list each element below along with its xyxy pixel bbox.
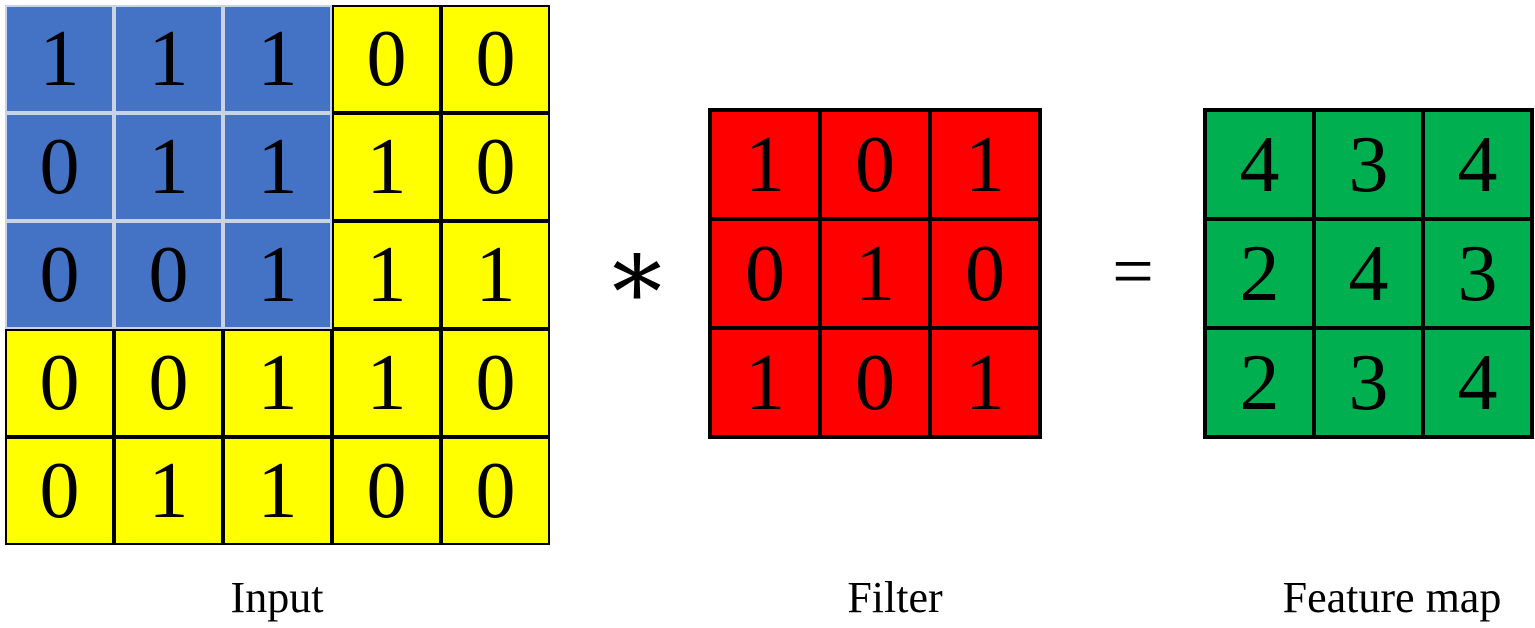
input-cell-r2c1: 0 bbox=[114, 221, 223, 329]
filter-cell-r0c0: 1 bbox=[710, 110, 820, 219]
input-cell-r0c1: 1 bbox=[114, 5, 223, 113]
feature-map-cell-r0c1: 3 bbox=[1314, 110, 1423, 219]
filter-cell-r2c2: 1 bbox=[930, 328, 1040, 437]
input-label: Input bbox=[230, 573, 324, 622]
feature-map-cell-r0c0: 4 bbox=[1205, 110, 1314, 219]
input-cell-r0c4: 0 bbox=[441, 5, 550, 113]
filter-cell-r1c2: 0 bbox=[930, 219, 1040, 328]
feature-map-cell-r2c0: 2 bbox=[1205, 328, 1314, 437]
input-cell-r3c2: 1 bbox=[223, 329, 332, 437]
input-cell-r2c0: 0 bbox=[5, 221, 114, 329]
feature-map-cell-r1c1: 4 bbox=[1314, 219, 1423, 328]
input-cell-r3c0: 0 bbox=[5, 329, 114, 437]
input-cell-r0c3: 0 bbox=[332, 5, 441, 113]
input-cell-r4c3: 0 bbox=[332, 437, 441, 545]
input-cell-r2c3: 1 bbox=[332, 221, 441, 329]
input-cell-r4c2: 1 bbox=[223, 437, 332, 545]
filter-cell-r1c0: 0 bbox=[710, 219, 820, 328]
equals-symbol: = bbox=[1112, 230, 1154, 313]
input-cell-r1c4: 0 bbox=[441, 113, 550, 221]
filter-cell-r2c1: 0 bbox=[820, 328, 930, 437]
input-cell-r4c1: 1 bbox=[114, 437, 223, 545]
feature-map-cell-r1c2: 3 bbox=[1423, 219, 1532, 328]
filter-label: Filter bbox=[847, 573, 943, 622]
feature-map-label: Feature map bbox=[1282, 573, 1502, 622]
filter-cell-r0c2: 1 bbox=[930, 110, 1040, 219]
feature-map-cell-r2c1: 3 bbox=[1314, 328, 1423, 437]
input-cell-r0c2: 1 bbox=[223, 5, 332, 113]
input-cell-r4c4: 0 bbox=[441, 437, 550, 545]
input-cell-r1c0: 0 bbox=[5, 113, 114, 221]
filter-cell-r2c0: 1 bbox=[710, 328, 820, 437]
filter-cell-r1c1: 1 bbox=[820, 219, 930, 328]
filter-cell-r0c1: 0 bbox=[820, 110, 930, 219]
feature-map-cell-r0c2: 4 bbox=[1423, 110, 1532, 219]
input-cell-r2c4: 1 bbox=[441, 221, 550, 329]
input-cell-r2c2: 1 bbox=[223, 221, 332, 329]
convolution-operator-symbol: ∗ bbox=[603, 217, 671, 329]
input-cell-r0c0: 1 bbox=[5, 5, 114, 113]
input-cell-r3c3: 1 bbox=[332, 329, 441, 437]
input-cell-r3c1: 0 bbox=[114, 329, 223, 437]
input-cell-r4c0: 0 bbox=[5, 437, 114, 545]
input-cell-r1c1: 1 bbox=[114, 113, 223, 221]
feature-map-cell-r1c0: 2 bbox=[1205, 219, 1314, 328]
input-cell-r1c3: 1 bbox=[332, 113, 441, 221]
input-cell-r3c4: 0 bbox=[441, 329, 550, 437]
input-cell-r1c2: 1 bbox=[223, 113, 332, 221]
feature-map-cell-r2c2: 4 bbox=[1423, 328, 1532, 437]
